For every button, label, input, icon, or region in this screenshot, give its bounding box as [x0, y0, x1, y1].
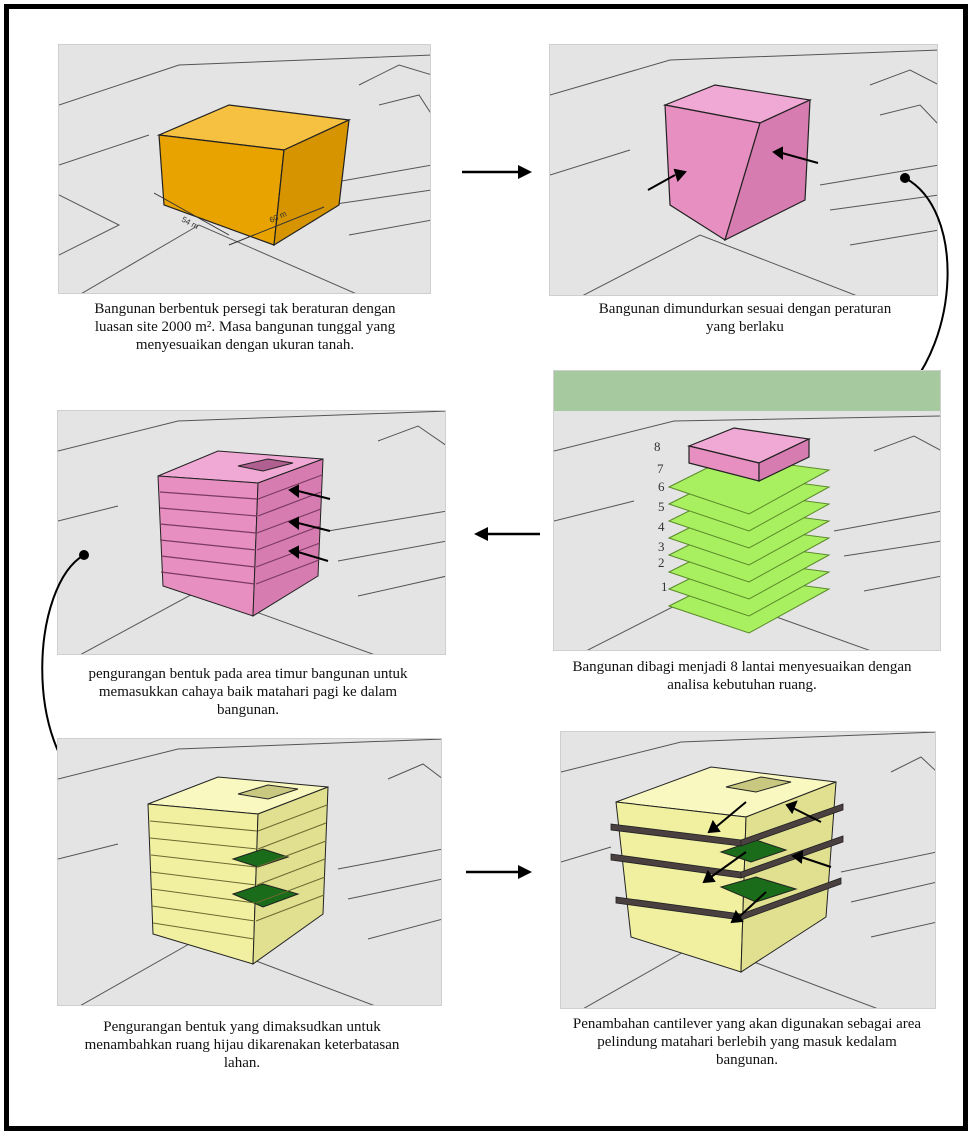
panel-step5 [57, 738, 442, 1006]
yellow-stacked-mass [148, 777, 328, 964]
panel-step3: 8 7 6 5 4 3 2 1 [553, 370, 941, 651]
pink-stacked-mass [158, 451, 323, 616]
floor-label-2: 2 [658, 555, 665, 570]
floor-plates [669, 457, 829, 633]
floor-label-8: 8 [654, 439, 661, 454]
caption-step4: pengurangan bentuk pada area timur bangu… [78, 665, 418, 719]
floor-label-3: 3 [658, 539, 665, 554]
top-band [554, 371, 941, 411]
yellow-cantilever-mass [616, 767, 836, 972]
caption-step3: Bangunan dibagi menjadi 8 lantai menyesu… [572, 658, 912, 694]
arrow-left-icon [474, 524, 540, 549]
floor-label-5: 5 [658, 499, 665, 514]
caption-step6: Penambahan cantilever yang akan digunaka… [572, 1015, 922, 1069]
caption-step2: Bangunan dimundurkan sesuai dengan perat… [595, 300, 895, 336]
arrow-right-icon [462, 162, 532, 187]
arrow-right-bottom-icon [466, 862, 532, 887]
floor-label-7: 7 [657, 461, 664, 476]
floor-label-6: 6 [658, 479, 665, 494]
pink-mass [665, 85, 810, 240]
floor-label-1: 1 [661, 579, 668, 594]
panel-step1: 54 m 60 m [58, 44, 431, 294]
caption-step1: Bangunan berbentuk persegi tak beraturan… [90, 300, 400, 354]
panel-step6 [560, 731, 936, 1009]
floor-label-4: 4 [658, 519, 665, 534]
caption-step5: Pengurangan bentuk yang dimaksudkan untu… [72, 1018, 412, 1072]
